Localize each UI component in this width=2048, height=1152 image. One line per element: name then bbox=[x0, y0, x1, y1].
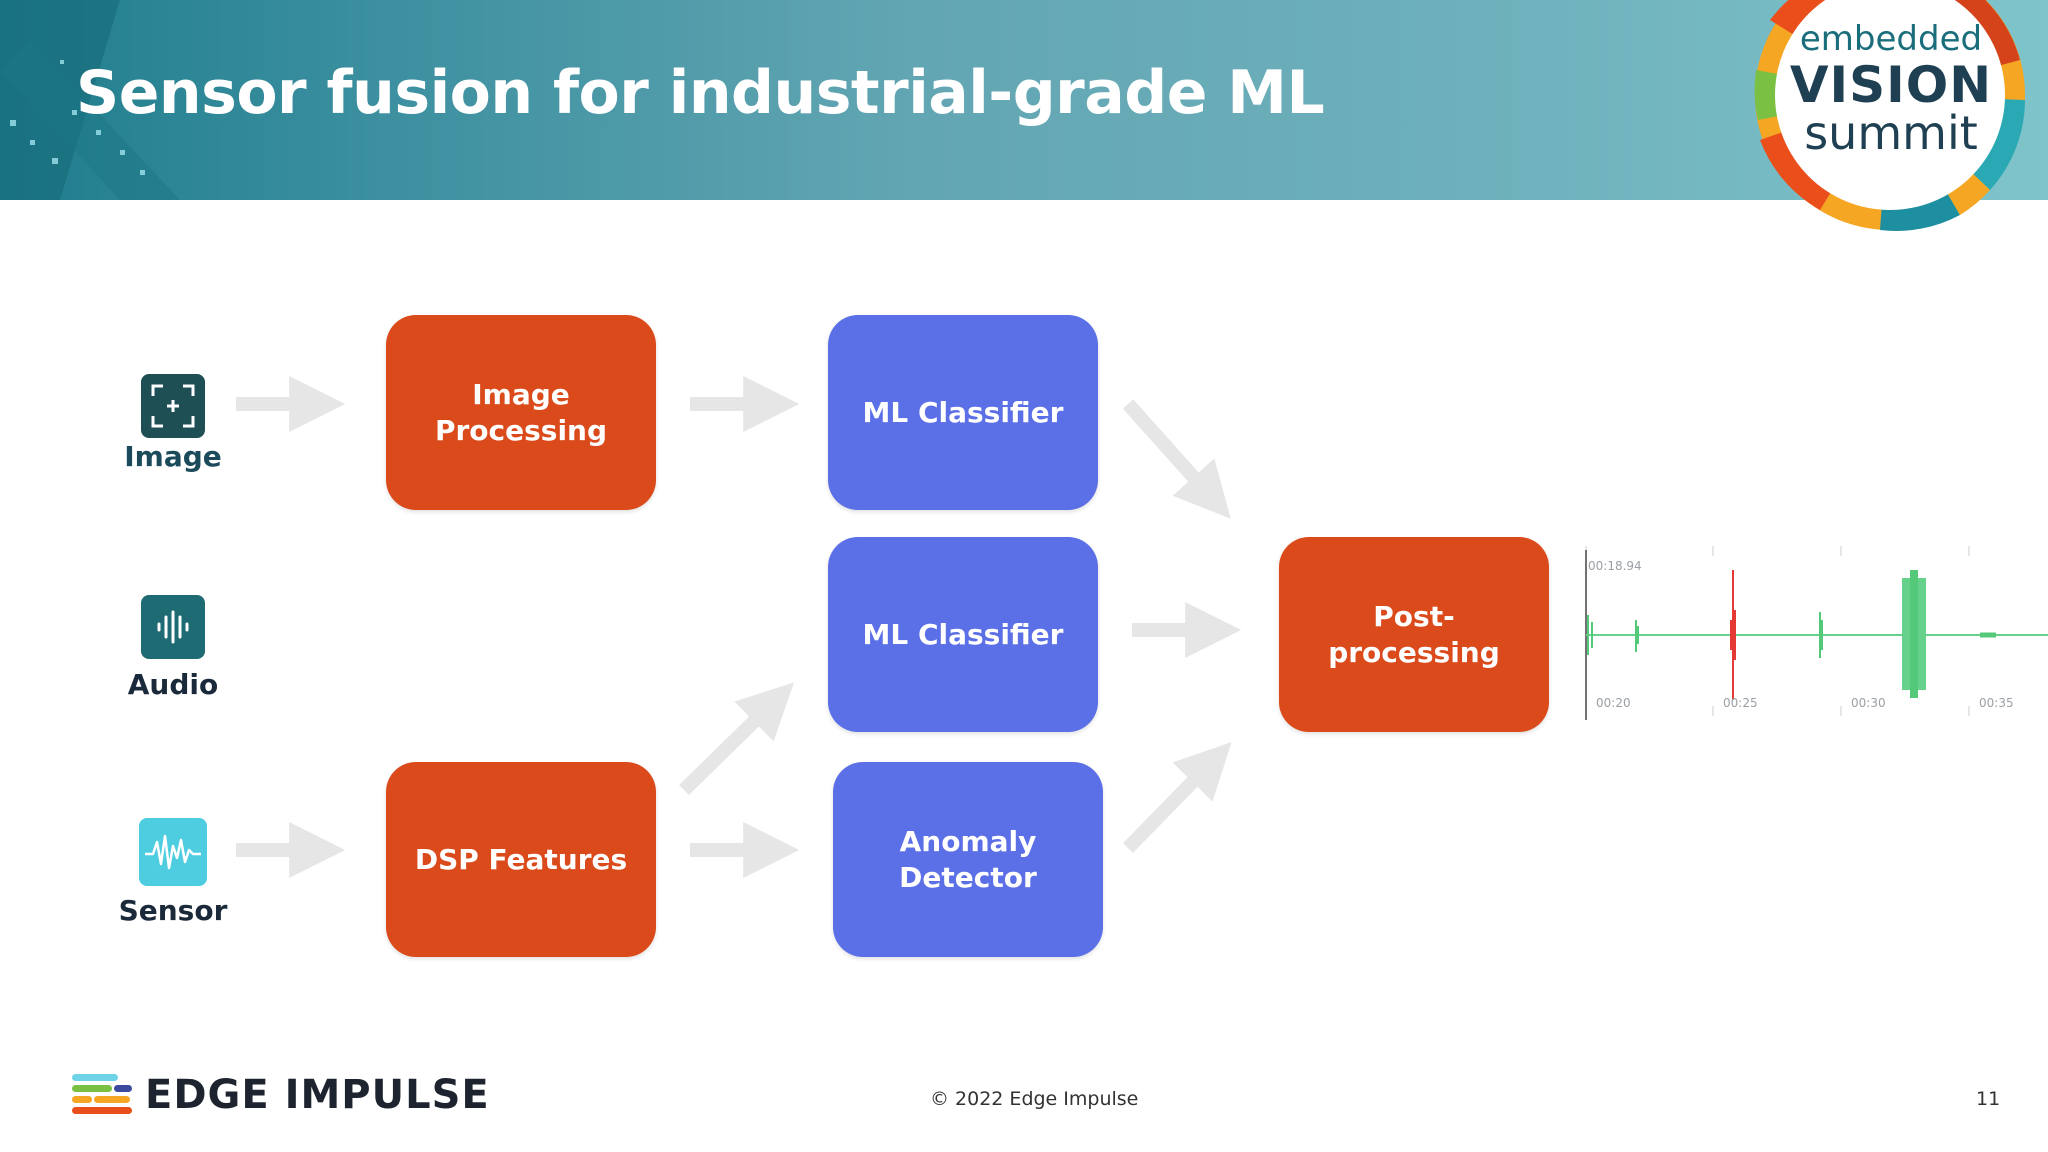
slide-title: Sensor fusion for industrial-grade ML bbox=[76, 58, 1325, 128]
input-label-image: Image bbox=[124, 440, 222, 473]
header-decoration bbox=[0, 0, 180, 200]
image-processing-block: Image Processing bbox=[386, 315, 656, 510]
arrow-classifier1-to-post bbox=[1122, 399, 1231, 519]
logo-wordmark: embedded VISION summit bbox=[1788, 22, 1994, 156]
anomaly-detector-label: Anomaly Detector bbox=[899, 824, 1037, 894]
dsp-features-label: DSP Features bbox=[414, 842, 628, 876]
arrow-dsp-to-classifier2 bbox=[679, 682, 795, 796]
sensor-wave-icon bbox=[139, 818, 207, 886]
dsp-features-block: DSP Features bbox=[386, 762, 656, 957]
page-number: 11 bbox=[1976, 1088, 2001, 1110]
post-processing-block: Post- processing bbox=[1279, 537, 1549, 732]
ml-classifier-block-1: ML Classifier bbox=[828, 315, 1098, 510]
ml-classifier-label-1: ML Classifier bbox=[862, 395, 1064, 429]
ml-classifier-block-2: ML Classifier bbox=[828, 537, 1098, 732]
waveform-tick: 00:25 bbox=[1723, 696, 1758, 710]
footer-copyright: © 2022 Edge Impulse bbox=[930, 1088, 1139, 1110]
logo-line-embedded: embedded bbox=[1799, 19, 1983, 59]
edge-impulse-logo-icon bbox=[72, 1074, 132, 1114]
anomaly-detector-block: Anomaly Detector bbox=[833, 762, 1103, 957]
post-processing-label: Post- processing bbox=[1328, 599, 1500, 669]
image-capture-icon bbox=[141, 374, 205, 438]
input-label-sensor: Sensor bbox=[118, 894, 228, 927]
footer-brand: EDGE IMPULSE bbox=[145, 1072, 490, 1118]
waveform-tick: 00:35 bbox=[1979, 696, 2014, 710]
waveform-timestamp: 00:18.94 bbox=[1588, 559, 1642, 573]
input-label-audio: Audio bbox=[127, 668, 219, 701]
arrow-anomaly-to-post bbox=[1122, 741, 1232, 853]
ml-classifier-label-2: ML Classifier bbox=[862, 617, 1064, 651]
logo-line-summit: summit bbox=[1804, 106, 1978, 160]
header-banner: Sensor fusion for industrial-grade ML bbox=[0, 0, 2048, 200]
waveform-tick: 00:20 bbox=[1596, 696, 1631, 710]
audio-waveform-plot bbox=[1585, 546, 2048, 720]
audio-wave-icon bbox=[141, 595, 205, 659]
waveform-tick: 00:30 bbox=[1851, 696, 1886, 710]
image-processing-label: Image Processing bbox=[434, 377, 608, 447]
logo-line-vision: VISION bbox=[1789, 56, 1993, 114]
embedded-vision-summit-logo bbox=[1754, 0, 2025, 231]
